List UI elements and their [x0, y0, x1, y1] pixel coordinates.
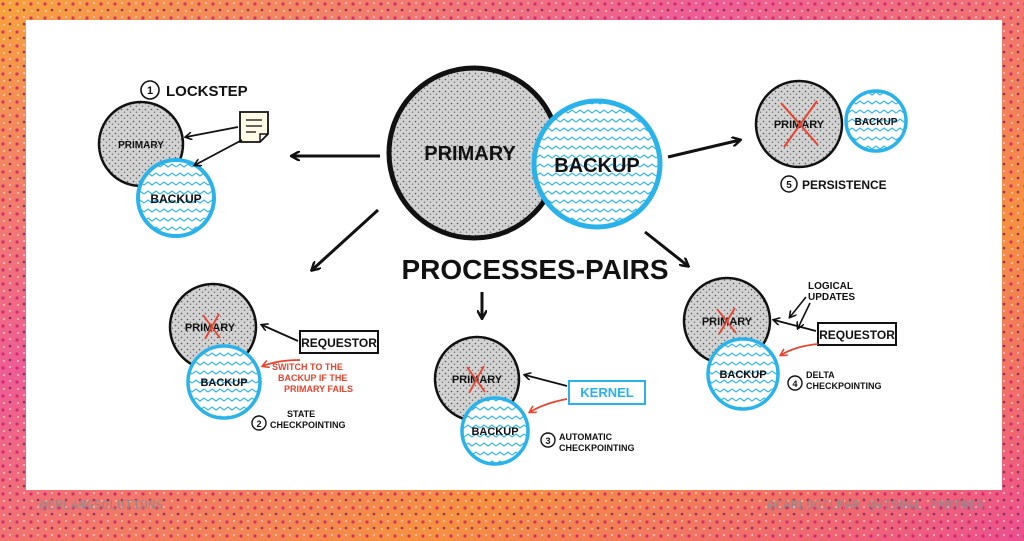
- kernel-arrow-backup: [530, 398, 568, 412]
- auto-backup-circle: [460, 396, 530, 466]
- delta-updates-arrow: [790, 296, 807, 317]
- cross-icon: [466, 365, 486, 394]
- cross-icon: [202, 313, 221, 340]
- state-label-line2: CHECKPOINTING: [270, 420, 346, 430]
- lockstep-primary-label: PRIMARY: [118, 140, 164, 151]
- delta-checkpointing-group: PRIMARY BACKUP LOGICAL UPDATES REQUESTOR…: [682, 276, 897, 411]
- cross-icon: [780, 100, 819, 148]
- arrow-to-delta-checkpointing: [644, 230, 688, 266]
- delta-requestor-arrow: [774, 320, 817, 332]
- state-number: 2: [256, 419, 261, 429]
- delta-updates-arrow-2: [798, 302, 811, 328]
- document-icon: [239, 111, 269, 143]
- persistence-backup-circle: [844, 89, 908, 153]
- lockstep-label: LOCKSTEP: [166, 83, 248, 100]
- center-primary-label: PRIMARY: [424, 143, 516, 165]
- kernel-label: KERNEL: [580, 385, 634, 400]
- state-note-line2: BACKUP IF THE: [278, 373, 347, 383]
- lockstep-backup-label: BACKUP: [150, 192, 201, 206]
- lockstep-group: 1 LOCKSTEP PRIMARY BACKUP: [97, 80, 269, 238]
- persistence-group: PRIMARY BACKUP 5 PERSISTENCE: [754, 79, 908, 193]
- delta-requestor-label: REQUESTOR: [819, 328, 895, 342]
- diagram-title: PROCESSES-PAIRS: [401, 254, 668, 285]
- center-backup-label: BACKUP: [554, 155, 640, 177]
- state-requestor-label: REQUESTOR: [301, 336, 377, 350]
- state-requestor-arrow: [262, 325, 299, 342]
- persistence-number-circle: [780, 175, 798, 193]
- delta-switch-arrow: [781, 343, 819, 355]
- automatic-checkpointing-group: PRIMARY BACKUP KERNEL 3 AUTOMATIC CHECKP…: [433, 335, 646, 466]
- center-backup-circle: [531, 98, 663, 230]
- delta-label-line2: CHECKPOINTING: [806, 381, 882, 391]
- state-checkpointing-group: PRIMARY BACKUP REQUESTOR SWITCH TO THE B…: [168, 282, 379, 431]
- auto-label-line2: CHECKPOINTING: [559, 443, 635, 453]
- state-number-circle: [251, 415, 267, 431]
- lockstep-arrow-primary: [186, 126, 239, 137]
- lockstep-arrow-backup: [195, 139, 243, 165]
- state-backup-label: BACKUP: [200, 377, 247, 389]
- delta-label-line1: DELTA: [806, 370, 835, 380]
- delta-number: 4: [792, 379, 797, 389]
- lockstep-number-circle: [140, 80, 160, 100]
- auto-number: 3: [545, 436, 550, 446]
- delta-note-line1: LOGICAL: [808, 281, 853, 292]
- delta-backup-label: BACKUP: [719, 369, 766, 381]
- arrow-to-persistence: [667, 140, 740, 159]
- lockstep-number: 1: [147, 85, 153, 97]
- credit-left: @ERLANGSOLUTIONS: [40, 498, 164, 512]
- auto-backup-label: BACKUP: [471, 426, 518, 438]
- credit-right: @CARLOGILMAR @VISUAL_PARTNER: [767, 498, 984, 512]
- delta-number-circle: [787, 375, 803, 391]
- center-pair: PRIMARY BACKUP: [386, 65, 663, 241]
- auto-number-circle: [540, 432, 556, 448]
- kernel-box: [568, 380, 646, 405]
- arrow-to-state-checkpointing: [312, 208, 380, 270]
- state-note-line3: PRIMARY FAILS: [284, 384, 353, 394]
- delta-backup-circle: [706, 337, 780, 411]
- state-note-line1: SWITCH TO THE: [272, 362, 343, 372]
- delta-note-line2: UPDATES: [808, 292, 855, 303]
- persistence-label: PERSISTENCE: [802, 178, 887, 192]
- state-switch-arrow: [263, 359, 301, 366]
- persistence-backup-label: BACKUP: [855, 117, 898, 128]
- cross-icon: [716, 307, 737, 335]
- auto-label-line1: AUTOMATIC: [559, 432, 613, 442]
- persistence-number: 5: [786, 180, 792, 191]
- kernel-arrow-primary: [525, 375, 568, 387]
- lockstep-backup-circle: [136, 158, 216, 238]
- state-backup-circle: [186, 344, 262, 420]
- state-requestor-box: [299, 330, 379, 354]
- delta-requestor-box: [817, 322, 897, 346]
- state-label-line1: STATE: [287, 409, 315, 419]
